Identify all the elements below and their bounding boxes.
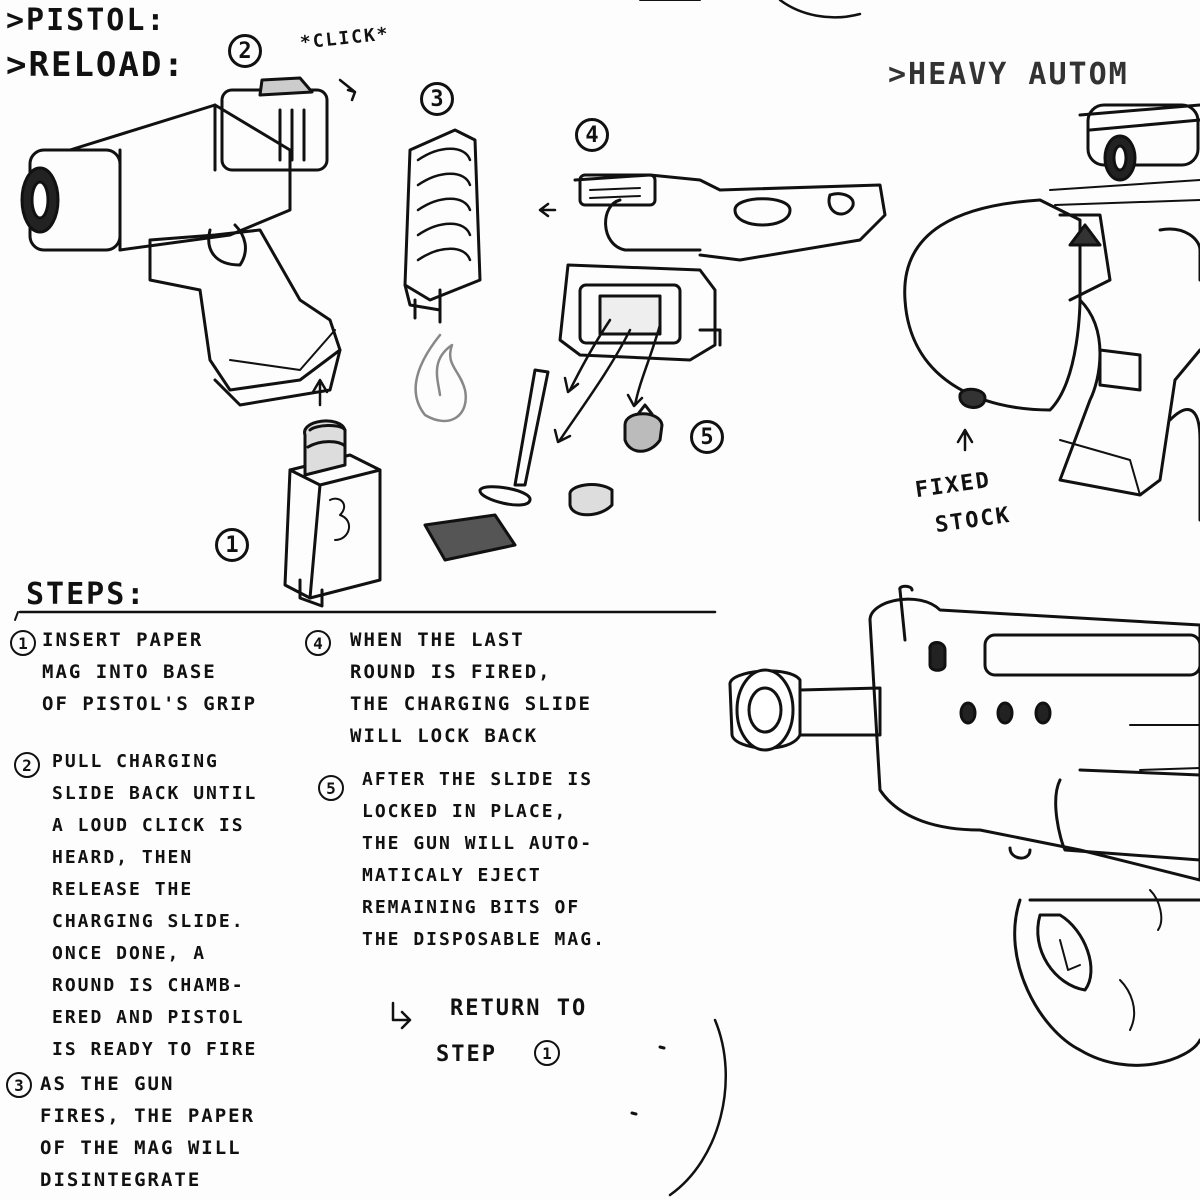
step-2-number: 2 [14,752,40,778]
reload-heading: >RELOAD: [6,45,186,85]
slide-lock-drawing [538,173,887,444]
step-4-number: 4 [305,630,331,656]
step-5-line: LOCKED IN PLACE, [362,801,568,822]
step-4-text: WHEN THE LAST ROUND IS FIRED, THE CHARGI… [350,624,592,752]
return-arrow [391,1001,412,1030]
step-3-text: AS THE GUN FIRES, THE PAPER OF THE MAG W… [40,1068,255,1196]
step-2-line: A LOUD CLICK IS [52,815,245,836]
step-2-line: ERED AND PISTOL [52,1007,245,1028]
step-1-number: 1 [10,630,36,656]
step-2-line: ONCE DONE, A [52,943,207,964]
step-3-line: OF THE MAG WILL [40,1137,242,1159]
step-4-line: WHEN THE LAST [350,629,525,651]
step-5-line: REMAINING BITS OF [362,897,581,918]
rifle-drawing [728,584,1200,1067]
step-2-line: ROUND IS CHAMB- [52,975,245,996]
return-step-number: 1 [534,1040,560,1066]
marker-4: 4 [575,118,609,152]
step-1-line: MAG INTO BASE [42,661,217,683]
step-5-line: THE GUN WILL AUTO- [362,833,594,854]
step-4-line: ROUND IS FIRED, [350,661,552,683]
step-2-line: IS READY TO FIRE [52,1039,258,1060]
step-1-text: INSERT PAPER MAG INTO BASE OF PISTOL'S G… [42,624,257,720]
step-5-line: MATICALY EJECT [362,865,542,886]
step-2-line: HEARD, THEN [52,847,194,868]
pistol-heading: >PISTOL: [6,3,167,38]
marker-3: 3 [420,82,454,116]
step-5-line: AFTER THE SLIDE IS [362,769,594,790]
steps-title: STEPS: [26,577,147,612]
step-4-line: THE CHARGING SLIDE [350,693,592,715]
step-5-number: 5 [318,775,344,801]
marker-1: 1 [215,528,249,562]
marker-5: 5 [690,420,724,454]
return-note-line1: RETURN TO [450,996,588,1021]
step-3-line: AS THE GUN [40,1073,175,1095]
heavy-auto-heading: >HEAVY AUTOM [888,57,1129,92]
step-1-line: OF PISTOL'S GRIP [42,693,258,715]
step-5-line: THE DISPOSABLE MAG. [362,929,606,950]
step-2-line: RELEASE THE [52,879,194,900]
step-3-number: 3 [6,1072,32,1098]
step-2-line: CHARGING SLIDE. [52,911,245,932]
disintegrating-mag-drawing [403,128,482,423]
pistol-drawing [20,76,357,407]
step-3-line: DISINTEGRATE [40,1169,202,1191]
step-1-line: INSERT PAPER [42,629,204,651]
heavy-auto-drawing [903,103,1200,522]
return-note-line2: STEP [436,1042,497,1067]
step-5-text: AFTER THE SLIDE IS LOCKED IN PLACE, THE … [362,764,606,956]
step-3-line: FIRES, THE PAPER [40,1105,256,1127]
step-4-line: WILL LOCK BACK [350,725,539,747]
step-2-line: SLIDE BACK UNTIL [52,783,258,804]
ejected-parts-drawing [423,368,664,562]
paper-mag-drawing [283,378,382,608]
step-2-text: PULL CHARGING SLIDE BACK UNTIL A LOUD CL… [52,746,257,1066]
step-2-line: PULL CHARGING [52,751,219,772]
marker-2: 2 [228,34,262,68]
